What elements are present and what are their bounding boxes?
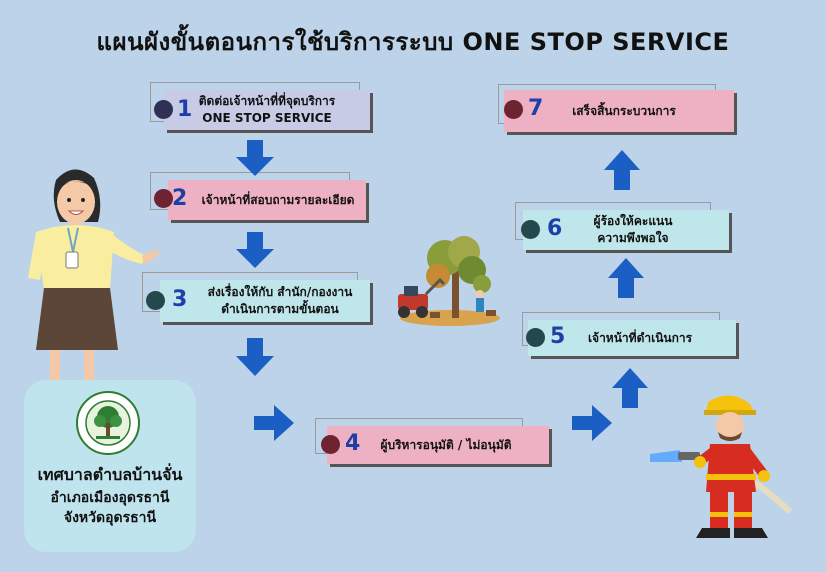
tree-cutting-illustration bbox=[398, 236, 500, 326]
organization-province: จังหวัดอุดรธานี bbox=[63, 510, 157, 526]
step-6-box: ผู้ร้องให้คะแนน ความพึงพอใจ bbox=[523, 210, 729, 250]
step-3-line-1: ส่งเรื่องให้กับ สำนัก/กองงาน bbox=[207, 285, 353, 299]
step-6: ผู้ร้องให้คะแนน ความพึงพอใจ 6 bbox=[515, 202, 735, 254]
step-7-box: เสร็จสิ้นกระบวนการ bbox=[504, 90, 734, 132]
step-3-line-2: ดำเนินการตามขั้นตอน bbox=[221, 302, 339, 316]
step-3-number: 3 bbox=[172, 287, 188, 312]
step-2-dot bbox=[154, 189, 173, 208]
step-1: ติดต่อเจ้าหน้าที่ที่จุดบริการ ONE STOP S… bbox=[150, 82, 380, 138]
staff-woman-illustration bbox=[28, 169, 160, 382]
step-7-dot bbox=[504, 100, 523, 119]
firefighter-illustration bbox=[650, 395, 793, 538]
organization-panel: เทศบาลตำบลบ้านจั่น อำเภอเมืองอุดรธานี จั… bbox=[24, 380, 196, 552]
organization-district: อำเภอเมืองอุดรธานี bbox=[50, 490, 170, 506]
arrow-right-2-icon bbox=[572, 405, 612, 441]
step-6-number: 6 bbox=[547, 216, 563, 241]
step-7: เสร็จสิ้นกระบวนการ 7 bbox=[498, 84, 743, 138]
step-5-box: เจ้าหน้าที่ดำเนินการ bbox=[528, 320, 736, 356]
step-6-line-2: ความพึงพอใจ bbox=[597, 231, 669, 245]
step-5-line-1: เจ้าหน้าที่ดำเนินการ bbox=[587, 330, 693, 345]
step-3: ส่งเรื่องให้กับ สำนัก/กองงาน ดำเนินการตา… bbox=[142, 272, 377, 328]
step-7-line-1: เสร็จสิ้นกระบวนการ bbox=[572, 103, 676, 118]
step-4: ผู้บริหารอนุมัติ / ไม่อนุมัติ 4 bbox=[315, 418, 555, 468]
step-2-line-1: เจ้าหน้าที่สอบถามรายละเอียด bbox=[201, 192, 355, 207]
arrow-up-1-icon bbox=[612, 368, 648, 408]
step-2: เจ้าหน้าที่สอบถามรายละเอียด 2 bbox=[150, 172, 375, 226]
step-6-dot bbox=[521, 220, 540, 239]
step-1-number: 1 bbox=[177, 97, 193, 122]
arrow-down-2-icon bbox=[236, 232, 274, 268]
municipality-seal-icon bbox=[76, 391, 140, 455]
step-5-number: 5 bbox=[550, 324, 566, 349]
step-5: เจ้าหน้าที่ดำเนินการ 5 bbox=[522, 312, 742, 358]
arrow-right-1-icon bbox=[254, 405, 294, 441]
step-4-number: 4 bbox=[345, 431, 361, 456]
step-2-box: เจ้าหน้าที่สอบถามรายละเอียด bbox=[168, 180, 366, 220]
arrow-down-3-icon bbox=[236, 338, 274, 376]
step-3-box: ส่งเรื่องให้กับ สำนัก/กองงาน ดำเนินการตา… bbox=[160, 280, 370, 322]
arrow-up-2-icon bbox=[608, 258, 644, 298]
step-6-line-1: ผู้ร้องให้คะแนน bbox=[593, 214, 673, 228]
step-3-dot bbox=[146, 291, 165, 310]
step-1-line-1: ติดต่อเจ้าหน้าที่ที่จุดบริการ bbox=[198, 94, 336, 108]
step-1-box: ติดต่อเจ้าหน้าที่ที่จุดบริการ ONE STOP S… bbox=[164, 90, 370, 130]
step-2-number: 2 bbox=[172, 186, 188, 211]
step-5-dot bbox=[526, 328, 545, 347]
step-4-box: ผู้บริหารอนุมัติ / ไม่อนุมัติ bbox=[327, 426, 549, 464]
step-4-line-1: ผู้บริหารอนุมัติ / ไม่อนุมัติ bbox=[380, 437, 512, 452]
step-1-line-2: ONE STOP SERVICE bbox=[202, 111, 332, 125]
arrow-up-3-icon bbox=[604, 150, 640, 190]
step-4-dot bbox=[321, 435, 340, 454]
page-title: แผนผังขั้นตอนการใช้บริการระบบ ONE STOP S… bbox=[96, 28, 730, 56]
arrow-down-1-icon bbox=[236, 140, 274, 176]
step-1-dot bbox=[154, 100, 173, 119]
organization-name: เทศบาลตำบลบ้านจั่น bbox=[37, 465, 183, 484]
step-7-number: 7 bbox=[528, 96, 544, 121]
